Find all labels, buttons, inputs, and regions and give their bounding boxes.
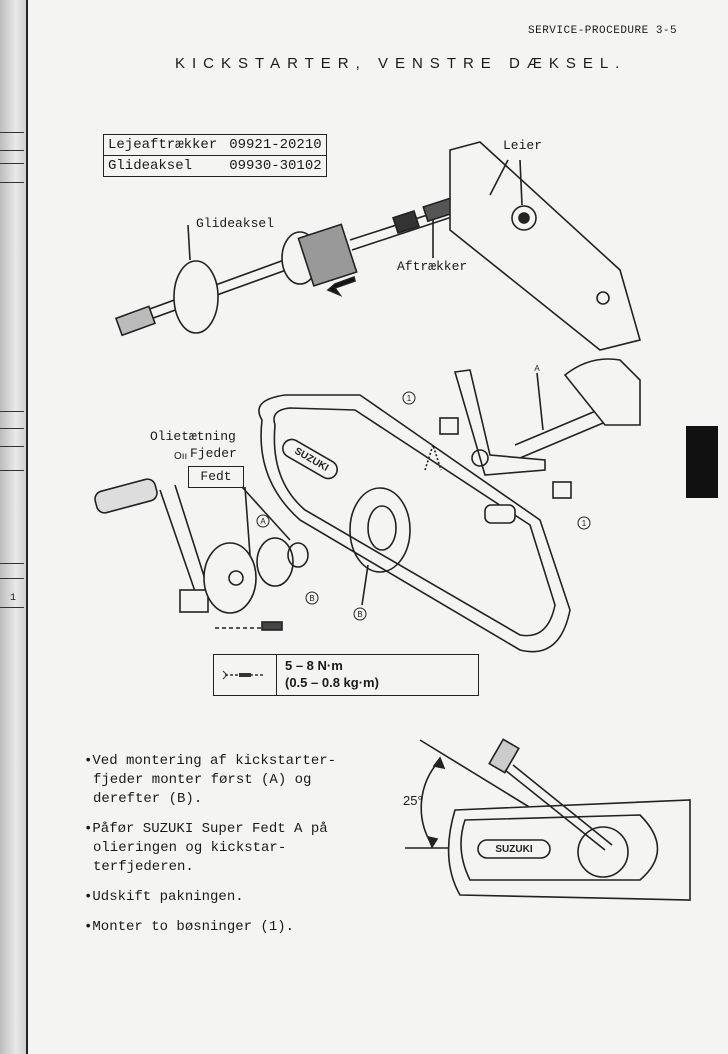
torque-wrench-icon <box>214 655 277 695</box>
label-o-mark: Oıı <box>174 451 188 462</box>
instruction-item: •Påfør SUZUKI Super Fedt A på olieringen… <box>84 821 328 875</box>
binding-spine: 1 <box>0 0 28 1054</box>
instruction-item: •Udskift pakningen. <box>84 889 244 905</box>
label-aftraekker: Aftrækker <box>397 259 468 274</box>
table-row: Glideaksel 09930-30102 <box>103 155 327 177</box>
callout-a: A <box>260 517 266 526</box>
crankcase-illustration <box>449 141 641 351</box>
special-tools-table: Lejeaftrækker 09921-20210 Glideaksel 099… <box>103 134 327 177</box>
torque-kgm: (0.5 – 0.8 kg·m) <box>285 675 379 690</box>
callout-b: B <box>309 594 314 603</box>
callout-b: B <box>357 610 362 619</box>
section-tab-marker <box>686 426 718 498</box>
shaft-label-a: A <box>534 364 540 373</box>
page-title: KICKSTARTER, VENSTRE DÆKSEL. <box>175 55 627 72</box>
label-olietaetning: Olietætning <box>150 429 236 444</box>
tool-code: 09921-20210 <box>221 134 327 156</box>
left-cover-illustration <box>258 394 571 653</box>
torque-spec-box: 5 – 8 N·m (0.5 – 0.8 kg·m) <box>213 654 479 696</box>
tool-code: 09930-30102 <box>221 155 327 177</box>
instruction-item: •Monter to bøsninger (1). <box>84 919 295 935</box>
brand-label: SUZUKI <box>495 844 532 855</box>
angle-label: 25° <box>403 793 423 808</box>
spine-page-fragment: 1 <box>10 593 17 604</box>
slide-hammer-illustration <box>114 196 483 337</box>
kickstarter-shaft-illustration <box>424 358 641 524</box>
label-leier: Leier <box>503 138 543 153</box>
callout-1: 1 <box>407 394 412 403</box>
kick-lever-illustration <box>94 478 309 631</box>
label-fjeder: Fjeder <box>190 446 237 461</box>
torque-nm: 5 – 8 N·m <box>285 658 343 673</box>
tool-name: Glideaksel <box>103 155 222 177</box>
instruction-item: •Ved montering af kickstarter-fjeder mon… <box>84 753 337 807</box>
installed-cover-illustration <box>405 738 691 901</box>
label-fedt: Fedt <box>188 466 244 488</box>
label-glideaksel: Glideaksel <box>196 216 275 231</box>
page-header: SERVICE-PROCEDURE 3-5 <box>528 25 678 37</box>
instruction-list: •Ved montering af kickstarter-fjeder mon… <box>84 752 384 948</box>
callout-1: 1 <box>582 519 587 528</box>
